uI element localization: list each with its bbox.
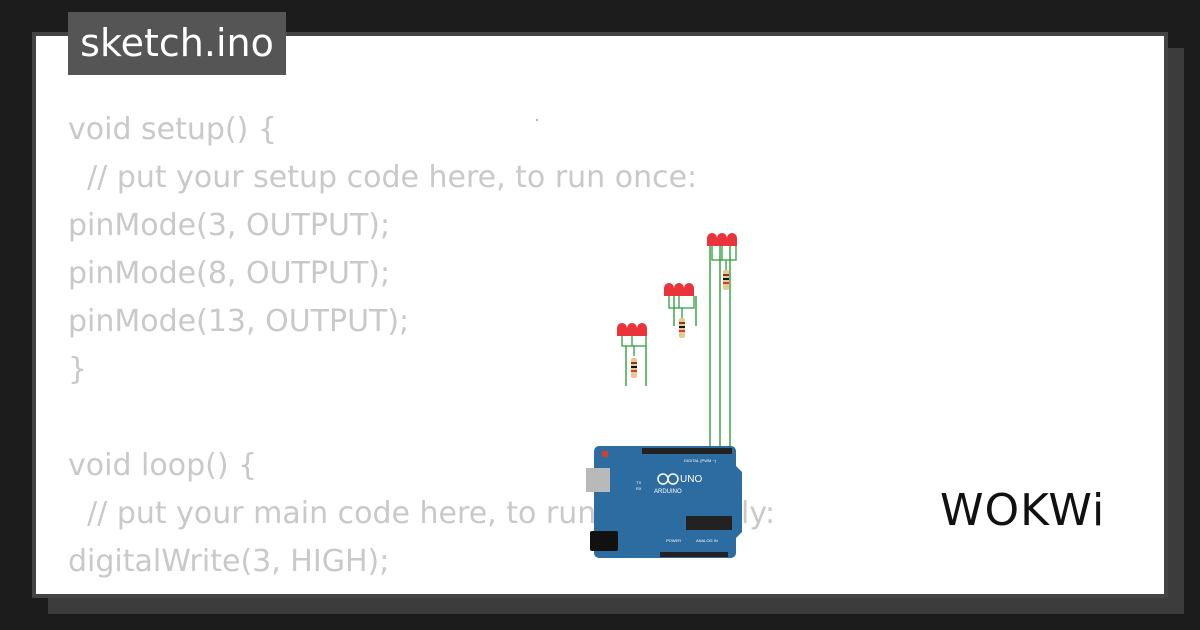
code-line: digitalWrite(3, HIGH); — [68, 544, 390, 579]
arduino-uno-board[interactable]: UNO ARDUINO DIGITAL (PWM ~) TX RX POWER … — [586, 446, 742, 558]
code-editor[interactable]: void setup() { // put your setup code he… — [68, 106, 775, 594]
led-group-3[interactable] — [707, 233, 737, 290]
code-line: } — [68, 352, 88, 387]
digital-header — [642, 448, 732, 454]
usb-port — [586, 468, 610, 492]
tx-label: TX — [636, 480, 641, 485]
atmega-chip — [686, 516, 732, 530]
code-line: void setup() { — [68, 112, 277, 147]
rx-label: RX — [636, 486, 642, 491]
code-line: pinMode(3, OUTPUT); — [68, 208, 391, 243]
digital-header-label: DIGITAL (PWM ~) — [684, 458, 717, 463]
led-group-2[interactable] — [664, 283, 695, 338]
power-label: POWER — [666, 538, 681, 543]
code-line: pinMode(8, OUTPUT); — [68, 256, 391, 291]
code-line: void loop() { — [68, 448, 258, 483]
led-group-1[interactable] — [617, 323, 647, 378]
wokwi-logo: WOKWi — [940, 485, 1106, 536]
circuit-diagram: UNO ARDUINO DIGITAL (PWM ~) TX RX POWER … — [536, 117, 742, 558]
file-tab[interactable]: sketch.ino — [68, 12, 286, 75]
code-line: // put your setup code here, to run once… — [68, 160, 698, 195]
preview-card: void setup() { // put your setup code he… — [32, 32, 1168, 598]
analog-label: ANALOG IN — [696, 538, 718, 543]
code-line: delay(500); — [68, 586, 775, 594]
resistor-floating-2[interactable] — [536, 117, 538, 123]
power-jack — [590, 531, 618, 551]
board-brand: ARDUINO — [654, 489, 682, 495]
code-line: pinMode(13, OUTPUT); — [68, 304, 410, 339]
board-name: UNO — [680, 474, 702, 485]
wires — [625, 246, 731, 451]
reset-button[interactable] — [602, 451, 608, 457]
analog-header — [660, 552, 728, 557]
